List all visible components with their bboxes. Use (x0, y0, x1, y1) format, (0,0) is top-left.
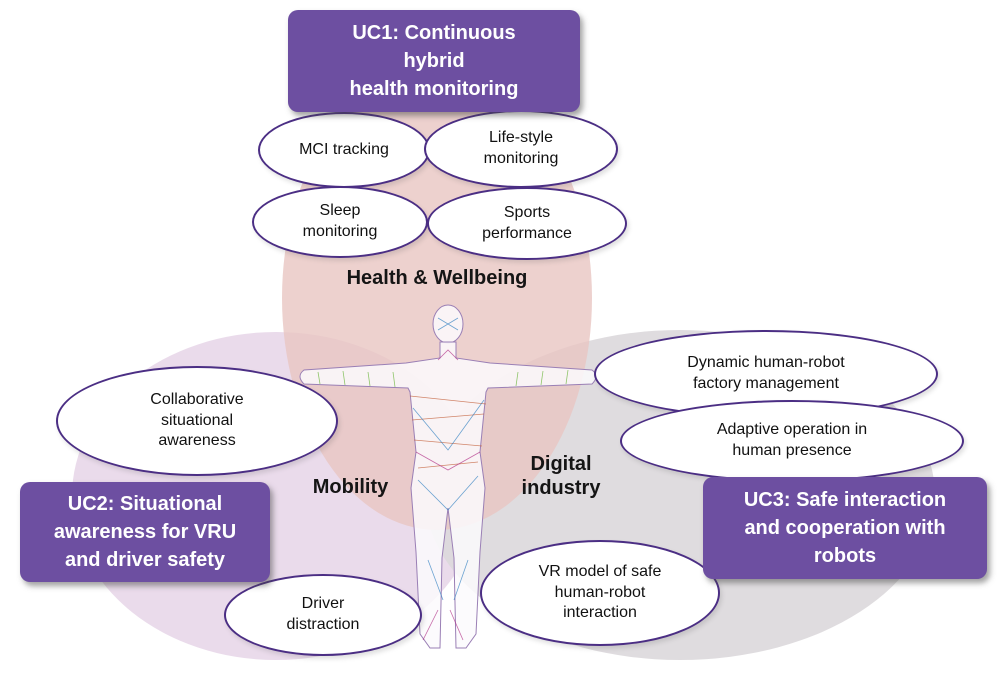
bubble-label: VR model of safe human-robot interaction (538, 562, 662, 622)
uc2-line: awareness for VRU (53, 521, 237, 543)
mesh-lines (415, 349, 481, 641)
bubble-label: Sleep monitoring (302, 202, 378, 240)
health-area-label: Health & Wellbeing (346, 267, 528, 289)
uc1-line: UC1: Continuous (352, 22, 516, 44)
bubble-label: MCI tracking (299, 140, 389, 158)
uc3-box: UC3: Safe interaction and cooperation wi… (703, 477, 987, 579)
uc3-line: robots (813, 545, 877, 567)
bubble-label: Sports performance (482, 203, 572, 242)
bubble-lifestyle-monitoring: Life-style monitoring (424, 110, 618, 188)
bubble-label: Adaptive operation in human presence (716, 421, 868, 459)
uc2-line: UC2: Situational (67, 493, 223, 515)
bubble-driver-distraction: Driver distraction (224, 574, 422, 656)
human-figure (299, 304, 597, 649)
bubble-label: Dynamic human-robot factory management (687, 354, 845, 392)
uc1-box: UC1: Continuous hybrid health monitoring (288, 10, 580, 112)
mesh-lines (412, 317, 485, 601)
uc2-box: UC2: Situational awareness for VRU and d… (20, 482, 270, 582)
uc3-line: UC3: Safe interaction (743, 489, 947, 511)
bubble-collaborative-situational-awareness: Collaborative situational awareness (56, 366, 338, 476)
bubble-label: Collaborative situational awareness (150, 390, 244, 450)
bubble-sports-performance: Sports performance (427, 187, 627, 260)
mesh-lines (317, 369, 569, 388)
uc3-line: and cooperation with (744, 517, 946, 539)
bubble-label: Life-style monitoring (483, 129, 559, 167)
mesh-lines (409, 395, 487, 469)
bubble-vr-model-safe-human-robot-interaction: VR model of safe human-robot interaction (480, 540, 720, 646)
uc1-line: hybrid (403, 50, 465, 72)
uc2-line: and driver safety (64, 549, 226, 571)
bubble-adaptive-operation-in-human-presence: Adaptive operation in human presence (620, 400, 964, 482)
mobility-area-label: Mobility (312, 476, 389, 498)
bubble-sleep-monitoring: Sleep monitoring (252, 186, 428, 258)
uc1-line: health monitoring (349, 78, 519, 100)
bubble-mci-tracking: MCI tracking (258, 112, 430, 188)
bubble-dynamic-human-robot-factory-management: Dynamic human-robot factory management (594, 330, 938, 418)
digital-industry-area-label: Digital industry (521, 453, 601, 499)
bubble-label: Driver distraction (286, 595, 360, 633)
